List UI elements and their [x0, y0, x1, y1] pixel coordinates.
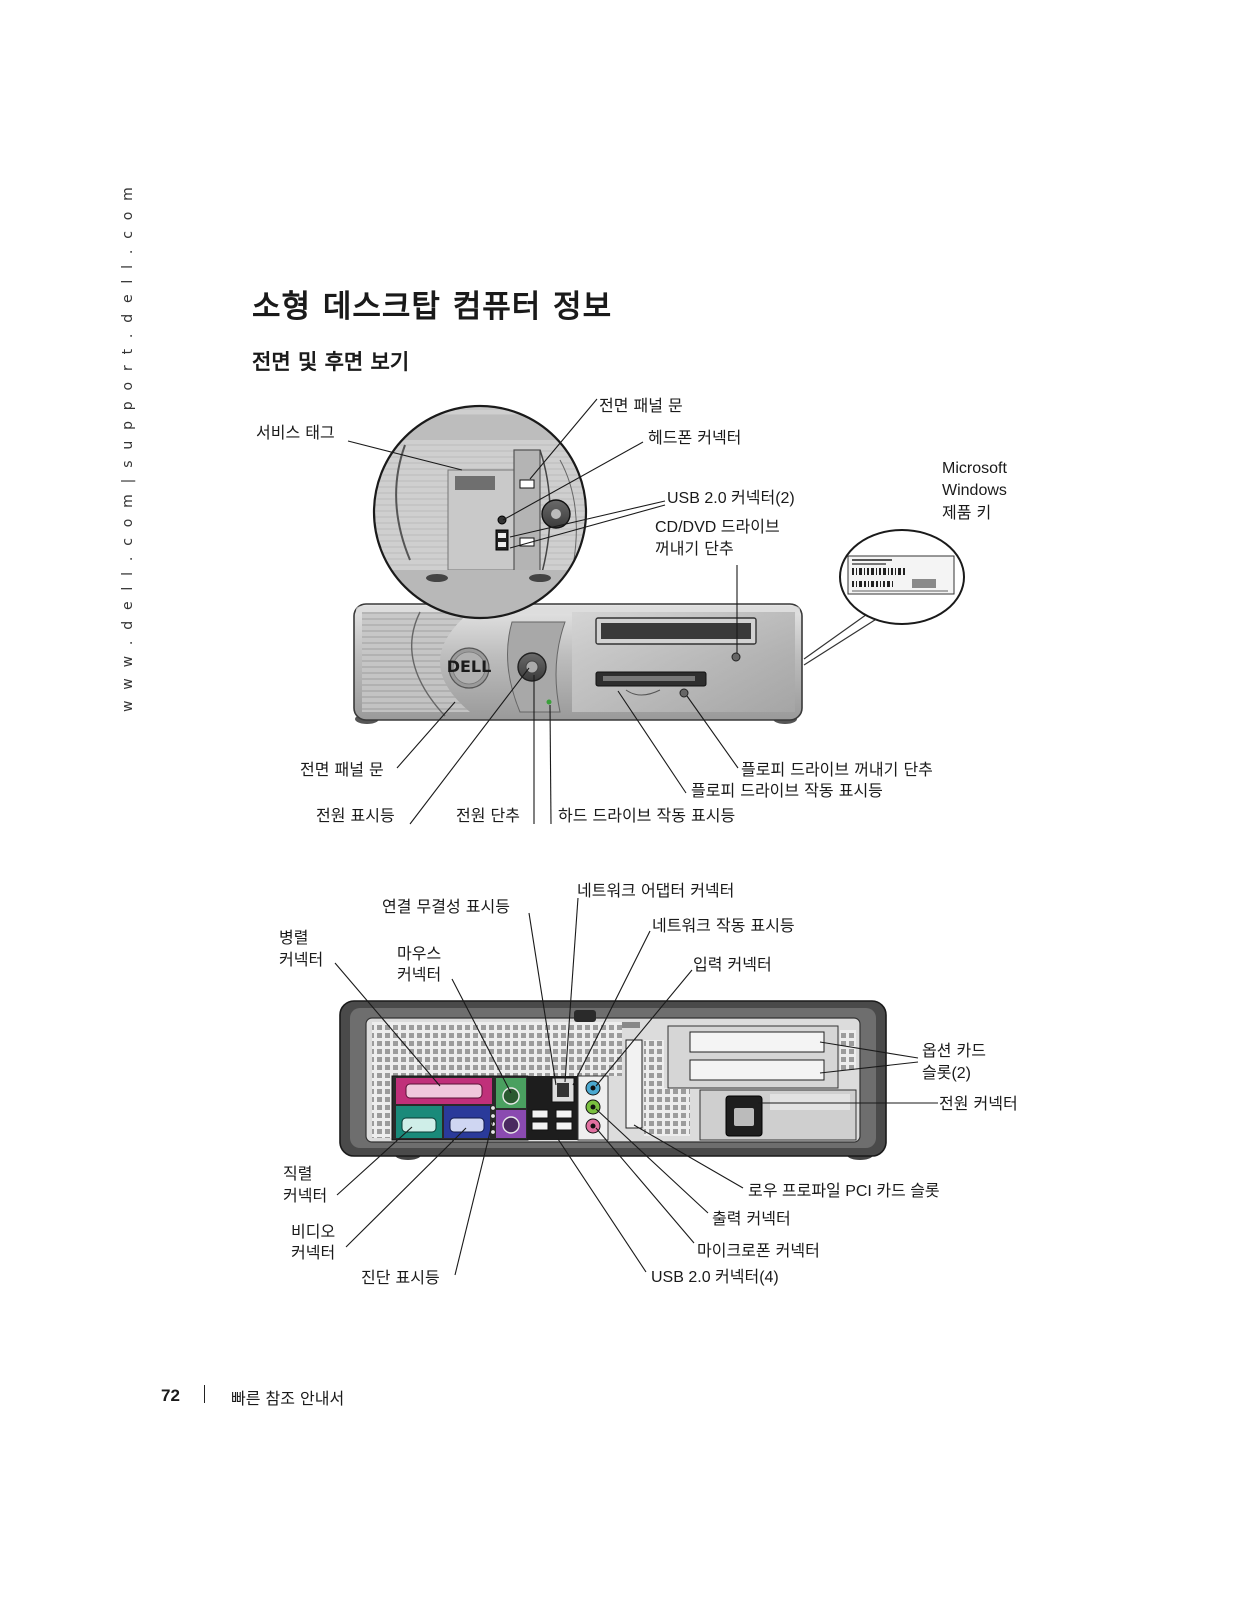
headphone-jack[interactable]: [497, 515, 507, 525]
front-view: DELL: [256, 396, 1007, 825]
label-front-panel-door-top: 전면 패널 문: [599, 396, 683, 415]
label-parallel-1: 병렬: [279, 928, 308, 947]
front-chassis: DELL: [353, 603, 803, 724]
label-line-out: 출력 커넥터: [712, 1209, 791, 1228]
page-title: 소형 데스크탑 컴퓨터 정보: [252, 289, 613, 325]
label-microphone: 마이크로폰 커넥터: [697, 1241, 820, 1260]
label-parallel-2: 커넥터: [279, 950, 323, 969]
page-number: 72: [161, 1386, 180, 1405]
service-tag-label: [455, 476, 495, 490]
option-slot-1: [689, 1031, 825, 1053]
label-video-1: 비디오: [291, 1222, 335, 1241]
label-low-profile-pci: 로우 프로파일 PCI 카드 슬롯: [748, 1182, 940, 1200]
label-power-light: 전원 표시등: [316, 806, 395, 825]
label-serial-1: 직렬: [283, 1164, 312, 1183]
front-zoom-detail: [372, 404, 588, 620]
back-labels: 네트워크 어댑터 커넥터 연결 무결성 표시등 네트워크 작동 표시등 병렬 커…: [279, 881, 1018, 1287]
footer-separator: [204, 1385, 205, 1403]
back-view: 네트워크 어댑터 커넥터 연결 무결성 표시등 네트워크 작동 표시등 병렬 커…: [279, 881, 1018, 1287]
label-power-button: 전원 단추: [456, 806, 520, 825]
label-usb-front: USB 2.0 커넥터(2): [667, 489, 795, 507]
rear-usb-ports[interactable]: [531, 1109, 573, 1131]
label-usb-back: USB 2.0 커넥터(4): [651, 1268, 779, 1286]
label-cd-eject-2: 꺼내기 단추: [655, 539, 734, 558]
front-leader-lines: [347, 398, 739, 825]
label-ms-key-1: Microsoft: [942, 460, 1007, 477]
label-link-integrity: 연결 무결성 표시등: [382, 897, 510, 916]
label-floppy-activity: 플로피 드라이브 작동 표시등: [691, 781, 883, 800]
dell-logo-text: DELL: [447, 657, 492, 676]
label-network-activity: 네트워크 작동 표시등: [652, 916, 795, 935]
hdd-led: [546, 699, 552, 705]
label-ms-key-3: 제품 키: [942, 503, 991, 522]
product-key-callout: [803, 529, 965, 666]
section-title: 전면 및 후면 보기: [252, 350, 410, 374]
dell-logo: DELL: [447, 647, 492, 689]
serial-port[interactable]: [401, 1117, 437, 1133]
label-card-slots-2: 슬롯(2): [922, 1064, 971, 1082]
label-service-tag: 서비스 태그: [256, 423, 335, 442]
label-cd-eject-1: CD/DVD 드라이브: [655, 518, 780, 536]
floppy-eject-button-shape[interactable]: [679, 688, 689, 698]
label-mouse-2: 커넥터: [397, 965, 441, 984]
label-network-adapter: 네트워크 어댑터 커넥터: [577, 881, 734, 900]
ps2-keyboard-port[interactable]: [502, 1116, 520, 1134]
label-hdd-activity: 하드 드라이브 작동 표시등: [558, 806, 735, 825]
label-power-connector: 전원 커넥터: [939, 1094, 1018, 1113]
network-port[interactable]: [557, 1083, 569, 1097]
label-headphone-connector: 헤드폰 커넥터: [648, 428, 741, 447]
label-serial-2: 커넥터: [283, 1186, 327, 1205]
label-mouse-1: 마우스: [397, 944, 441, 963]
low-profile-slot: [625, 1039, 643, 1129]
ps2-mouse-port[interactable]: [502, 1087, 520, 1105]
footer-book-title: 빠른 참조 안내서: [231, 1389, 345, 1408]
label-line-in: 입력 커넥터: [693, 955, 772, 974]
video-port[interactable]: [449, 1117, 485, 1133]
front-labels: 서비스 태그 전면 패널 문 헤드폰 커넥터 USB 2.0 커넥터(2) CD…: [256, 396, 1007, 825]
option-slot-2: [689, 1059, 825, 1081]
label-front-panel-door-bottom: 전면 패널 문: [300, 760, 384, 779]
label-video-2: 커넥터: [291, 1243, 335, 1262]
label-ms-key-2: Windows: [942, 482, 1007, 499]
back-leader-lines: [334, 897, 938, 1276]
label-diagnostic-lights: 진단 표시등: [361, 1268, 440, 1287]
cd-eject-button-shape[interactable]: [731, 652, 741, 662]
label-card-slots-1: 옵션 카드: [922, 1041, 986, 1060]
label-floppy-eject: 플로피 드라이브 꺼내기 단추: [741, 760, 933, 779]
